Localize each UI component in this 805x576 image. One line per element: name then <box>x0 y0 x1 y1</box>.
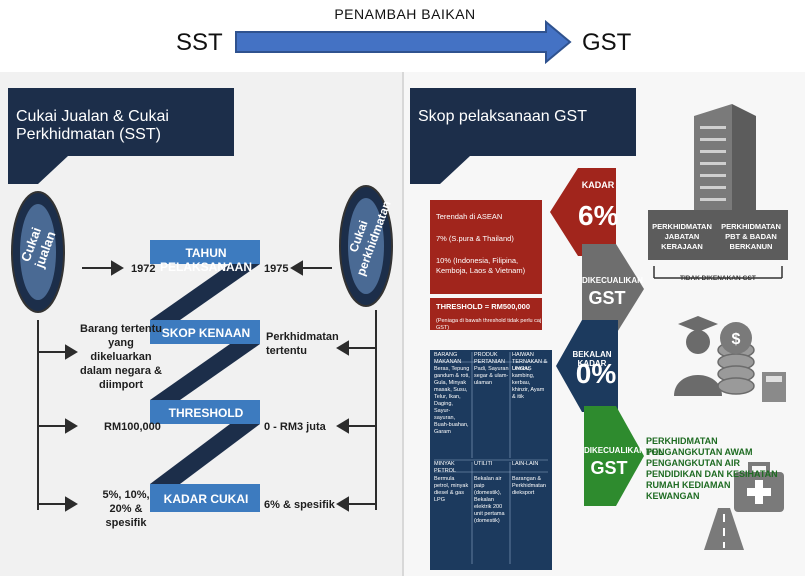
row-scope-right: Perkhidmatan tertentu <box>266 331 339 357</box>
zero-rated-grid <box>434 352 548 564</box>
govt-pbt-label: PERKHIDMATAN PBT & BADAN BERKANUN <box>721 222 781 251</box>
exempt-value-1: GST <box>588 288 626 308</box>
row-threshold-left: RM100,000 <box>104 421 161 433</box>
exempt-arrow-2-icon <box>584 406 644 506</box>
zero-cell-3: Lembu, kambing, kerbau, khinzir, Ayam & … <box>512 366 545 400</box>
threshold-text: THRESHOLD = RM500,000 <box>436 302 530 311</box>
zero-rate-arrow-icon <box>556 320 618 412</box>
sales-tax-circle <box>11 191 65 313</box>
exempt-label-1: DIKECUALIKAN <box>582 276 643 285</box>
zero-cell-1: Beras, Tepung gandum & roti, Gula, Minya… <box>434 366 470 435</box>
header-caption: PENAMBAH BAIKAN <box>334 6 476 22</box>
not-taxed-note: TIDAK DIKENAKAN GST <box>680 275 756 282</box>
exempt-item-4: PENDIDIKAN DAN KESIHATAN <box>646 469 778 479</box>
govt-dept-label: PERKHIDMATAN JABATAN KERAJAAN <box>652 222 712 251</box>
kadar-label: KADAR <box>581 180 615 190</box>
gst-title-banner <box>410 88 636 184</box>
exempt-item-1: PERKHIDMATAN PENGANGKUTAN AWAM <box>646 436 753 457</box>
zero-label: BEKALAN KADAR <box>572 350 612 368</box>
row-year-right: 1975 <box>264 263 289 275</box>
sst-title: Cukai Jualan & Cukai Perkhidmatan (SST) <box>16 108 169 143</box>
rate-item-3: 10% (Indonesia, Filipina, Kemboja, Laos … <box>436 256 526 275</box>
exempt-item-5: RUMAH KEDIAMAN <box>646 480 731 490</box>
exempt-item-6: KEWANGAN <box>646 491 700 501</box>
zero-header-5: UTILITI <box>474 461 493 467</box>
zero-header-1: BARANG MAKANAN <box>434 352 462 365</box>
panel-divider <box>402 72 405 576</box>
govt-services-box <box>648 210 788 260</box>
threshold-note: (Peniaga di bawah threshold tidak perlu … <box>436 318 542 331</box>
svg-text:$: $ <box>732 331 741 348</box>
exempt-arrow-icon <box>582 244 644 334</box>
sst-title-banner <box>8 88 234 184</box>
sst-connector-lines <box>37 260 377 512</box>
rate-box <box>430 200 542 294</box>
row-year-center: TAHUN PELAKSANAAN <box>159 246 252 274</box>
zero-header-4: MINYAK PETROL <box>434 461 457 474</box>
exempt-value-2: GST <box>590 458 628 478</box>
not-taxed-arrow-icon <box>653 266 783 279</box>
row-threshold-center: THRESHOLD <box>168 406 244 420</box>
row-threshold-right: 0 - RM3 juta <box>264 421 326 433</box>
row-rate-right: 6% & spesifik <box>264 499 335 511</box>
row-scope-left: Barang tertentu yang dikeluarkan dalam n… <box>80 323 162 391</box>
health-road-icons <box>704 462 784 550</box>
zero-header-3: HAIWAN TERNAKAN & UNGAS <box>512 352 548 372</box>
zero-cell-4: Bermula petrol, minyak diesel & gas LPG <box>434 476 469 503</box>
zero-value: 0% <box>575 358 617 389</box>
zero-header-2: PRODUK PERTANIAN <box>474 352 505 365</box>
zero-cell-5: Bekalan air paip (domestik), Bekalan ele… <box>474 476 505 524</box>
zero-header-6: LAIN-LAIN <box>512 461 539 467</box>
services-icons: $ <box>674 316 786 402</box>
sst-zigzag-ribbon <box>150 240 260 512</box>
rate-item-2: 7% (S.pura & Thailand) <box>436 234 514 243</box>
zero-cell-6: Barangan & Perkhidmatan dieksport <box>512 476 546 496</box>
transition-arrow-icon <box>235 20 572 64</box>
row-year-left: 1972 <box>131 263 156 275</box>
row-rate-left: 5%, 10%, 20% & spesifik <box>102 489 150 529</box>
row-rate-center: KADAR CUKAI <box>163 492 249 506</box>
kadar-arrow-icon <box>550 168 616 256</box>
exempt-item-2: TOL <box>646 447 664 457</box>
exempt-item-3: PENGANGKUTAN AIR <box>646 458 740 468</box>
threshold-box <box>430 298 542 330</box>
exempt-label-2: DIKECUALIKAN <box>584 446 645 455</box>
gst-label: GST <box>582 29 632 56</box>
zero-cell-2: Padi, Sayuran segar & ulam-ulaman <box>474 366 509 386</box>
rate-item-1: Terendah di ASEAN <box>436 212 503 221</box>
gst-title: Skop pelaksanaan GST <box>418 108 587 125</box>
kadar-value: 6% <box>578 200 619 231</box>
building-icon <box>694 104 756 220</box>
row-scope-center: SKOP KENAAN <box>161 326 251 340</box>
service-tax-circle <box>339 185 393 307</box>
sst-label: SST <box>176 29 223 56</box>
